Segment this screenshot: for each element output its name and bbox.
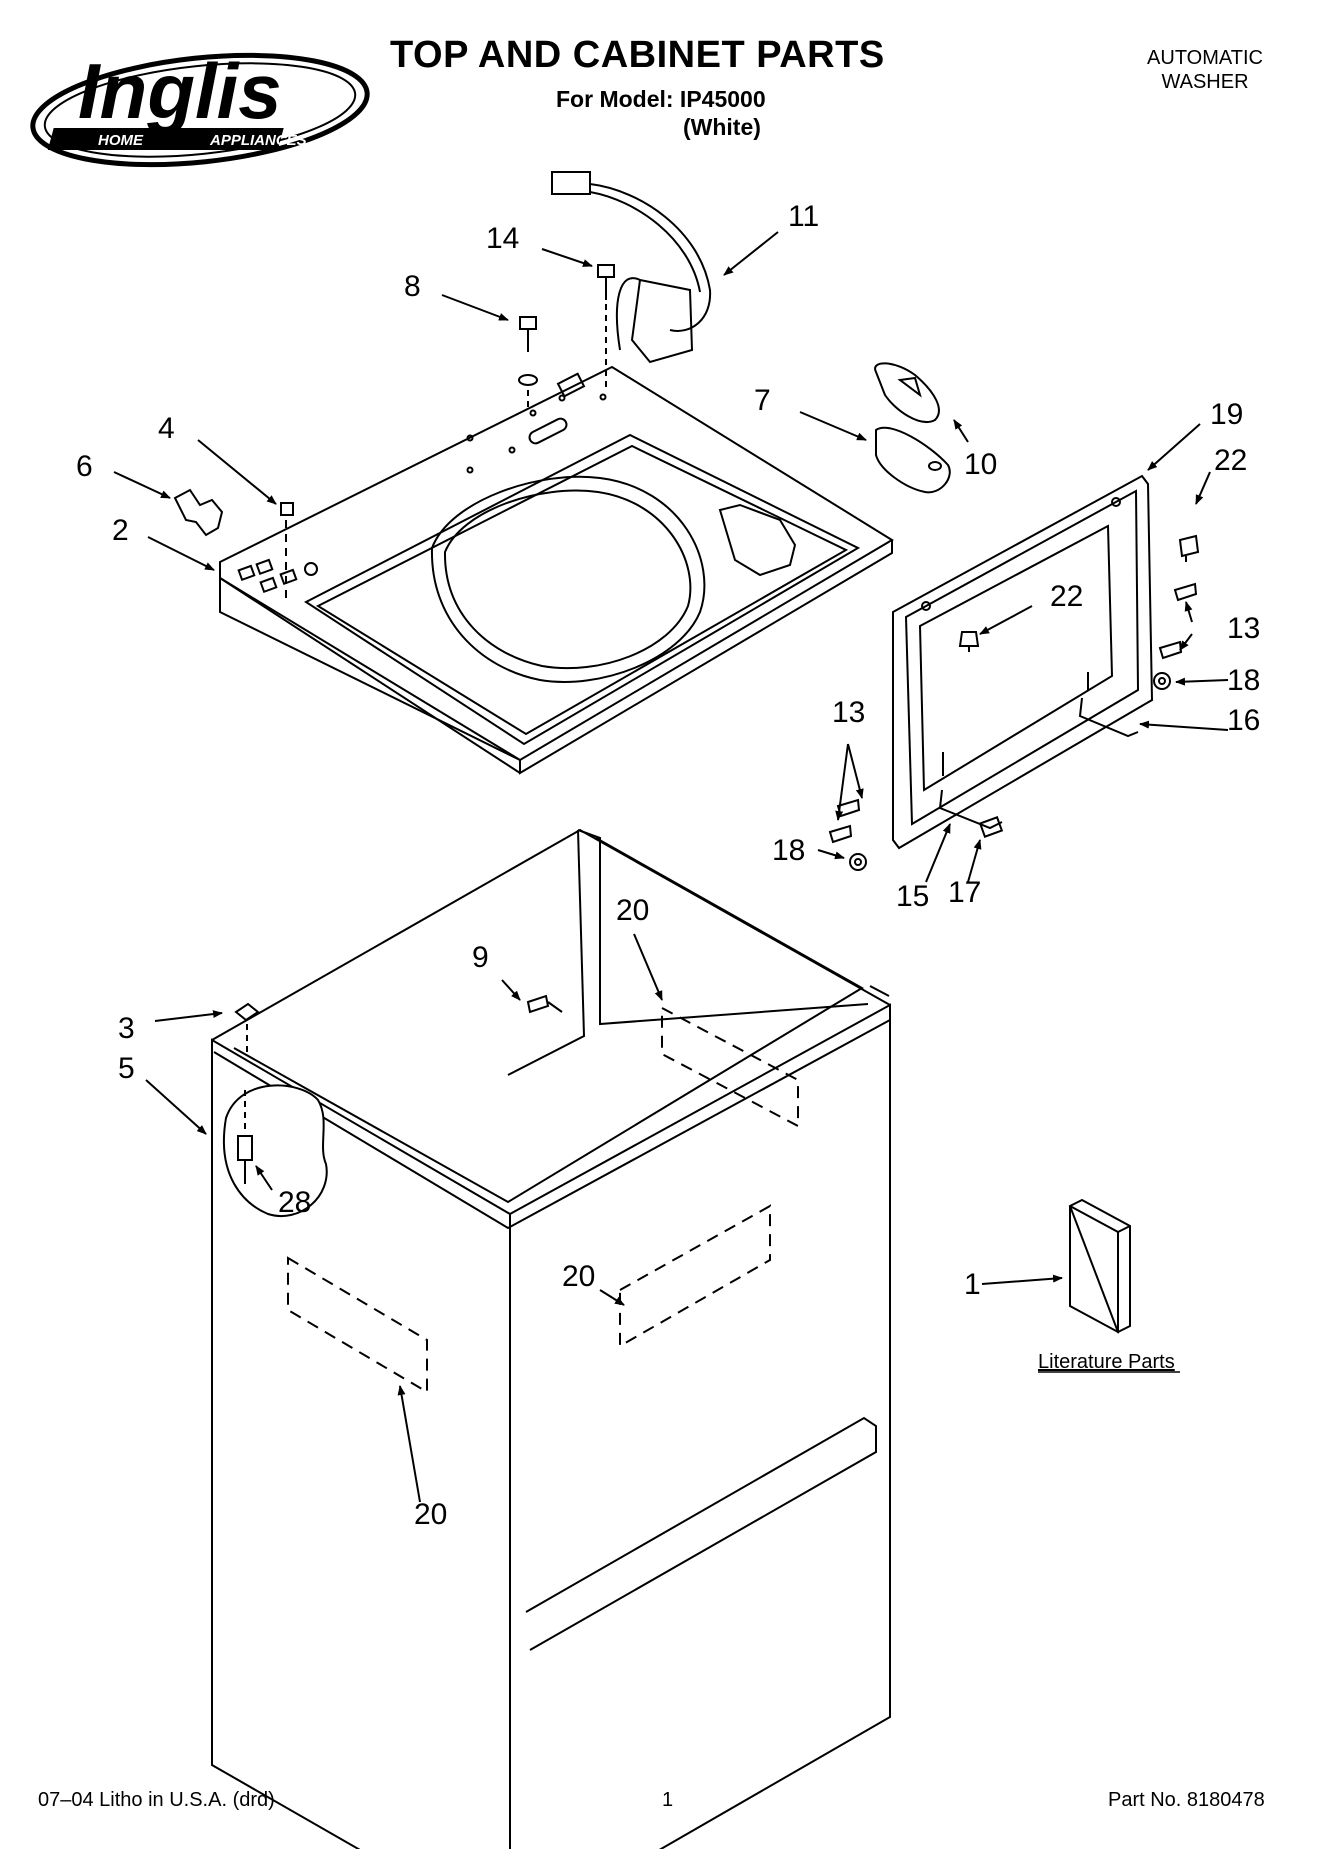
callout-18-right: 18 — [1227, 664, 1260, 697]
footer-part-number: Part No. 8180478 — [1108, 1789, 1265, 1811]
callout-16: 16 — [1227, 704, 1260, 737]
appliance-line-1: AUTOMATIC — [1147, 47, 1263, 69]
color-line: (White) — [683, 114, 761, 140]
top-panel — [219, 365, 894, 775]
callout-9: 9 — [472, 941, 489, 974]
lid-part-19 — [892, 474, 1154, 850]
page-title: TOP AND CABINET PARTS — [390, 34, 885, 76]
cap-part-10 — [874, 362, 940, 423]
literature-parts-label: Literature Parts — [1038, 1351, 1175, 1373]
callout-1: 1 — [964, 1268, 981, 1301]
cabinet-part-5 — [211, 828, 891, 1849]
callout-3: 3 — [118, 1012, 135, 1045]
callout-2: 2 — [112, 514, 129, 547]
callout-20-inner: 20 — [616, 894, 649, 927]
callout-7: 7 — [754, 384, 771, 417]
callout-8: 8 — [404, 270, 421, 303]
screw-part-8 — [518, 316, 538, 412]
brand-tagline-home: HOME — [98, 132, 144, 149]
callout-6: 6 — [76, 450, 93, 483]
lid-switch-harness-part-11 — [551, 171, 712, 364]
callout-15: 15 — [896, 880, 929, 913]
literature-part-1 — [1068, 1198, 1131, 1334]
callout-20-front: 20 — [562, 1260, 595, 1293]
callout-17: 17 — [948, 876, 981, 909]
appliance-type: AUTOMATIC WASHER — [1100, 46, 1310, 94]
screw-part-14 — [597, 264, 615, 390]
lid-hardware — [828, 582, 1198, 871]
inglis-logo: Inglis HOME APPLIANCES — [30, 47, 370, 168]
callout-20-side: 20 — [414, 1498, 447, 1531]
callout-4: 4 — [158, 412, 175, 445]
callout-22-outer: 22 — [1214, 444, 1247, 477]
callout-22-inner: 22 — [1050, 580, 1083, 613]
callout-14: 14 — [486, 222, 519, 255]
bumper-part-22 — [958, 534, 1200, 652]
footer-page-number: 1 — [662, 1789, 674, 1811]
callout-13-right: 13 — [1227, 612, 1260, 645]
leader-arrows — [113, 231, 1229, 1503]
brand-tagline-appliances: APPLIANCES — [209, 132, 307, 149]
callout-11: 11 — [788, 200, 819, 233]
callout-13-left: 13 — [832, 696, 865, 729]
model-line: For Model: IP45000 — [556, 86, 766, 112]
callout-5: 5 — [118, 1052, 135, 1085]
callout-28: 28 — [278, 1186, 311, 1219]
callout-18-left: 18 — [772, 834, 805, 867]
clip-part-6 — [173, 488, 224, 537]
appliance-line-2: WASHER — [1161, 71, 1249, 93]
callout-19: 19 — [1210, 398, 1243, 431]
footer-litho: 07–04 Litho in U.S.A. (drd) — [38, 1789, 275, 1811]
callout-10: 10 — [964, 448, 997, 481]
brand-wordmark: Inglis — [78, 47, 282, 135]
cup-part-7 — [875, 426, 951, 494]
